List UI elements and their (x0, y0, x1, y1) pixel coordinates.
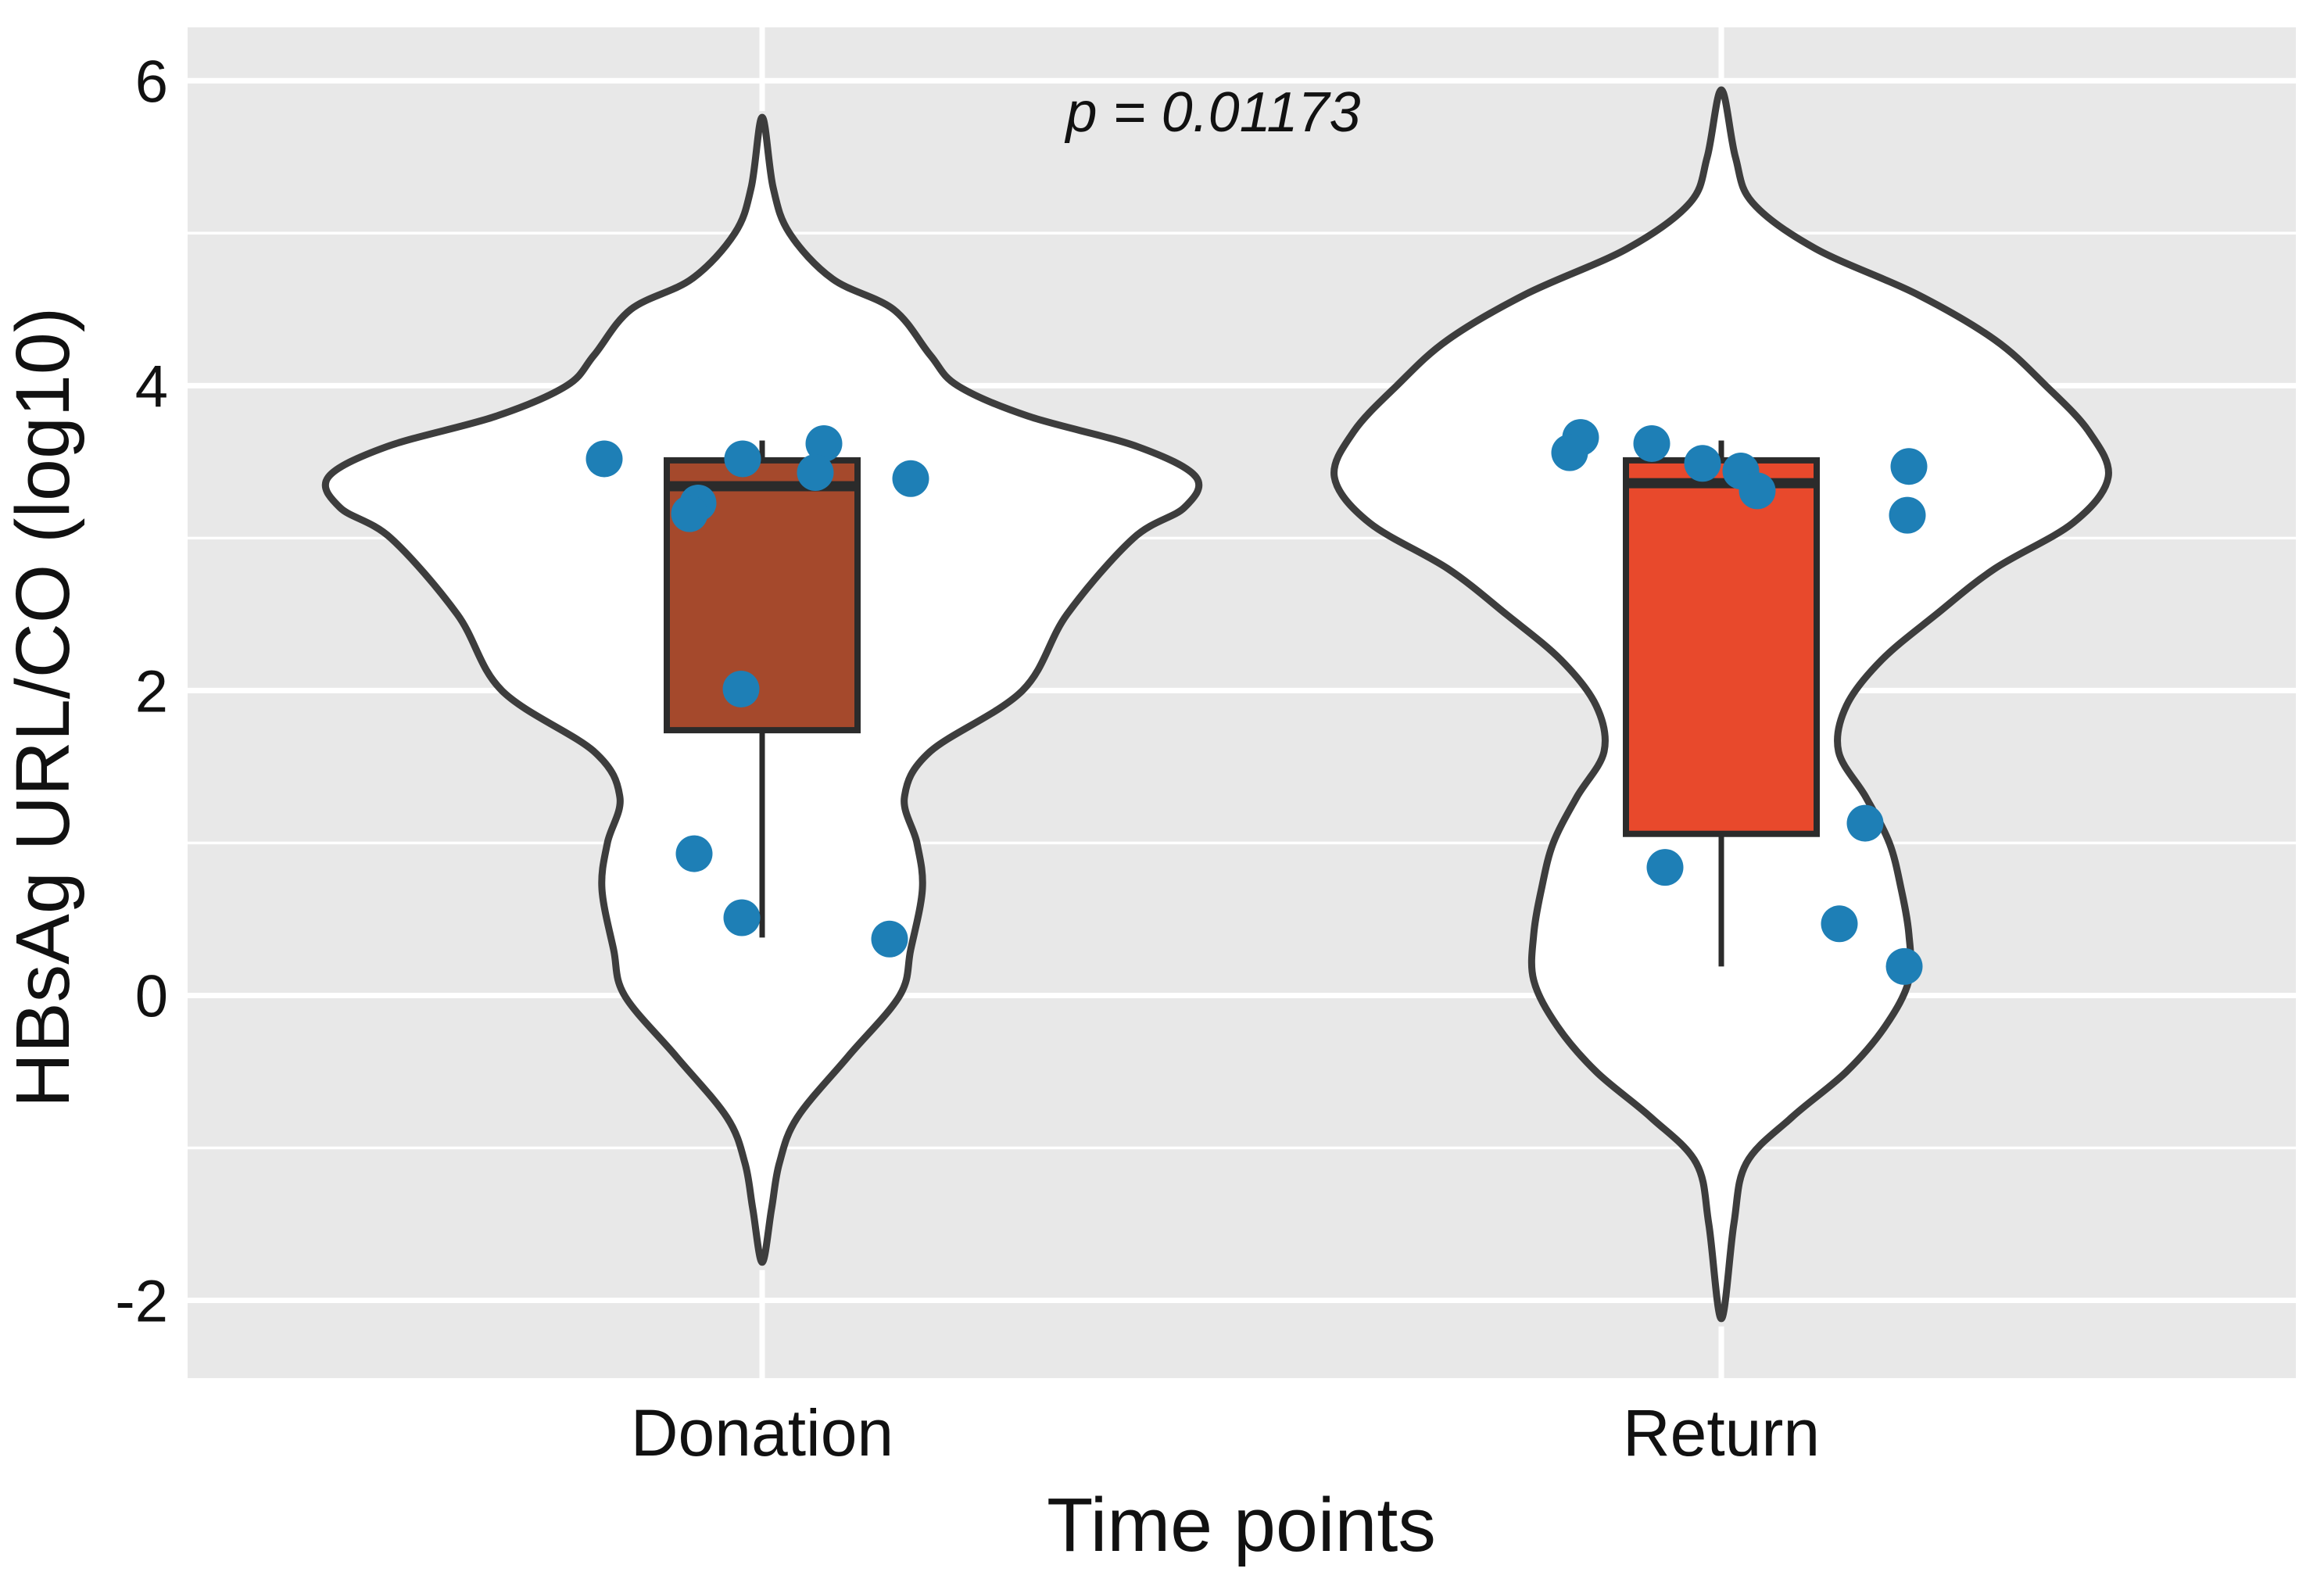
data-point-return (1739, 472, 1776, 510)
data-point-donation (871, 920, 908, 958)
panel-background (188, 27, 2296, 1378)
data-point-donation (797, 453, 834, 491)
y-axis-tick-labels: 6 4 2 0 -2 (115, 48, 168, 1334)
data-point-return (1889, 496, 1926, 534)
data-point-donation (805, 424, 843, 462)
y-axis-title: HBsAg URL/CO (log10) (0, 307, 85, 1108)
data-point-donation (723, 899, 761, 936)
y-tick-label-6: 6 (135, 48, 168, 115)
data-point-return (1885, 947, 1923, 985)
y-tick-label--2: -2 (115, 1269, 168, 1335)
data-point-donation (675, 835, 713, 872)
data-point-return (1684, 445, 1721, 482)
p-value-annotation: p = 0.01173 (1064, 81, 1360, 144)
data-point-return (1633, 424, 1670, 462)
box-return (1623, 457, 1820, 837)
x-axis-title: Time points (1047, 1482, 1436, 1567)
data-point-return (1846, 804, 1884, 842)
data-point-donation (671, 495, 708, 532)
data-point-donation (724, 440, 761, 478)
x-tick-label-donation: Donation (631, 1396, 893, 1470)
y-tick-label-4: 4 (135, 353, 168, 420)
data-point-return (1890, 448, 1928, 485)
x-tick-label-return: Return (1623, 1396, 1820, 1470)
data-point-return (1821, 905, 1858, 943)
data-point-donation (722, 670, 760, 707)
data-point-donation (892, 460, 929, 497)
y-tick-label-2: 2 (135, 658, 168, 725)
plot-panel (188, 27, 2296, 1378)
data-point-donation (585, 440, 623, 478)
y-tick-label-0: 0 (135, 963, 168, 1029)
data-point-return (1551, 434, 1588, 471)
data-point-return (1646, 849, 1684, 886)
